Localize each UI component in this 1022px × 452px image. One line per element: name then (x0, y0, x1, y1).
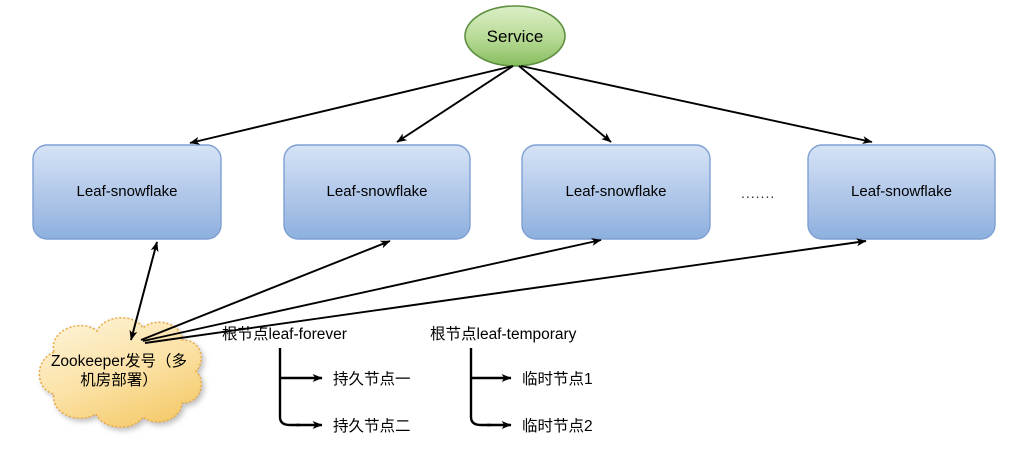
edge-zookeeper-to-leaf-4 (144, 238, 867, 344)
ellipsis-indicator: ....... (741, 185, 776, 201)
tree-1-stem (278, 348, 300, 427)
tree-1-root-label: 根节点leaf-forever (222, 326, 347, 343)
leaf-snowflake-box-1[interactable] (32, 144, 222, 240)
edge-service-to-leaf-4 (520, 65, 873, 144)
tree-1-child-label-2: 持久节点二 (333, 418, 411, 435)
edge-zookeeper-to-leaf-3 (142, 238, 602, 342)
tree-2-child-label-1: 临时节点1 (522, 371, 593, 388)
tree-2-child-label-2: 临时节点2 (522, 418, 593, 435)
zookeeper-cloud-shape[interactable] (38, 317, 202, 428)
edge-leaf-1-zookeeper-bidirectional (129, 241, 159, 341)
tree-2-stem (469, 348, 491, 427)
service-node-shape[interactable] (464, 5, 566, 67)
tree-1-child-label-1: 持久节点一 (333, 371, 411, 388)
edge-zookeeper-to-leaf-2 (140, 240, 391, 341)
edge-service-to-leaf-3 (518, 65, 612, 143)
edge-service-to-leaf-1 (189, 65, 514, 145)
leaf-snowflake-box-4[interactable] (807, 144, 996, 240)
edge-service-to-leaf-2 (396, 65, 514, 143)
tree-2-root-label: 根节点leaf-temporary (430, 326, 577, 343)
leaf-snowflake-box-3[interactable] (521, 144, 711, 240)
leaf-snowflake-box-2[interactable] (283, 144, 471, 240)
